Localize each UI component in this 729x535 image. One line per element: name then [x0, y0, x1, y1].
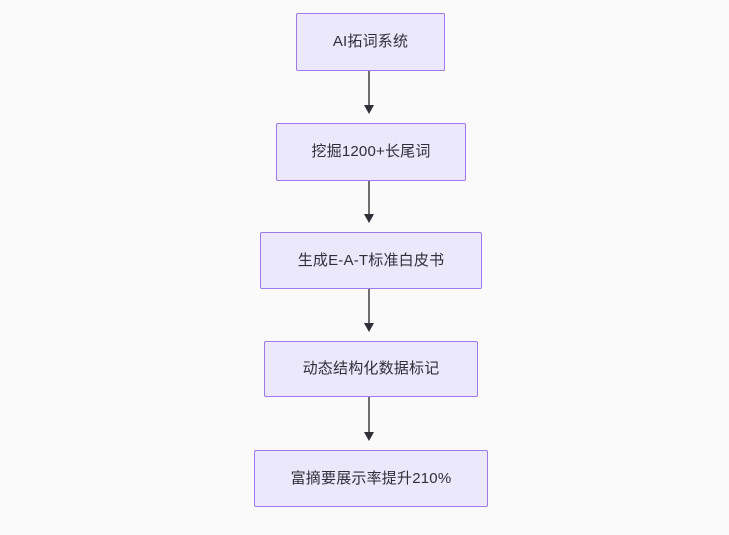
edge-arrowhead-1: [363, 105, 374, 114]
edge-line-2: [368, 181, 370, 216]
edge-arrowhead-2: [363, 214, 374, 223]
flowchart-node-2-label: 挖掘1200+长尾词: [311, 143, 431, 160]
flowchart-node-1-label: AI拓词系统: [332, 33, 409, 50]
flowchart-node-3[interactable]: 生成E-A-T标准白皮书: [260, 232, 482, 289]
flowchart-node-2[interactable]: 挖掘1200+长尾词: [276, 123, 466, 181]
flowchart-node-4-label: 动态结构化数据标记: [302, 360, 440, 377]
flowchart-node-4[interactable]: 动态结构化数据标记: [264, 341, 478, 397]
edge-line-3: [368, 289, 370, 325]
edge-line-4: [368, 397, 370, 434]
edge-arrowhead-3: [363, 323, 374, 332]
edge-line-1: [368, 71, 370, 107]
flowchart-node-3-label: 生成E-A-T标准白皮书: [297, 251, 445, 269]
flowchart-node-5-label: 富摘要展示率提升210%: [290, 469, 452, 487]
flowchart-node-1[interactable]: AI拓词系统: [296, 13, 445, 71]
flowchart-node-5[interactable]: 富摘要展示率提升210%: [254, 450, 488, 507]
edge-arrowhead-4: [363, 432, 374, 441]
